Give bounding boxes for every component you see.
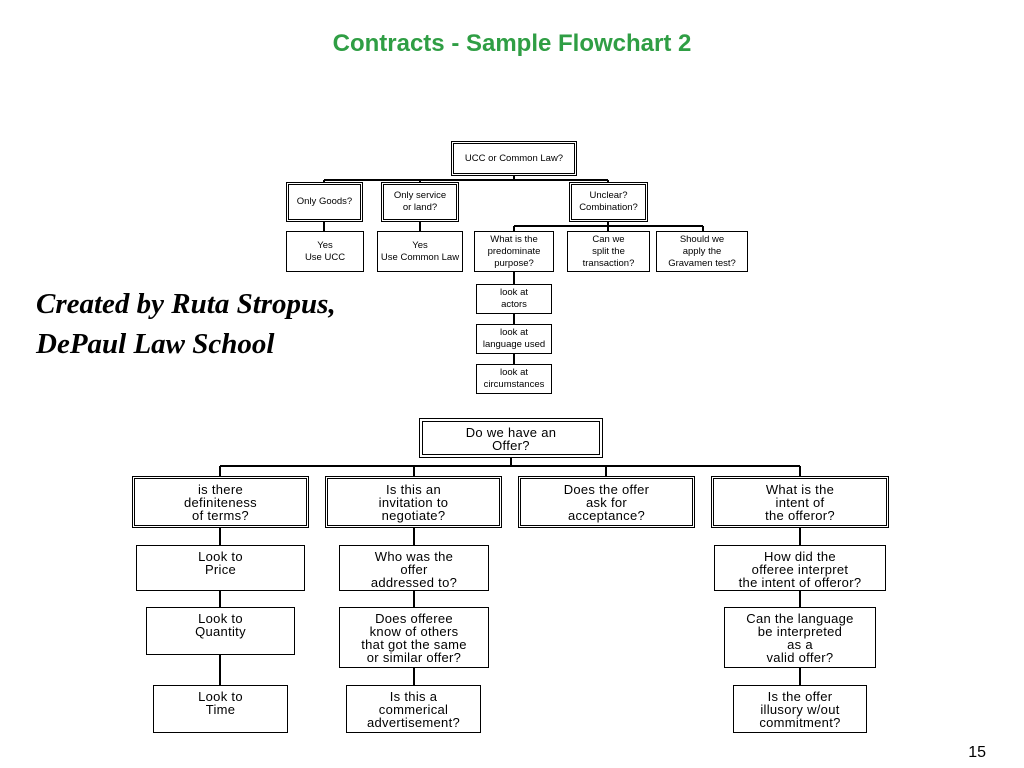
credit-line-2: DePaul Law School xyxy=(36,328,275,360)
acceptance-box: Does the offer ask for acceptance? xyxy=(518,476,695,528)
use-ucc-box: Yes Use UCC xyxy=(286,231,364,272)
definiteness-box: is there definiteness of terms? xyxy=(132,476,309,528)
slide-title: Contracts - Sample Flowchart 2 xyxy=(332,30,692,57)
intent-box: What is the intent of the offeror? xyxy=(711,476,889,528)
commercial-advertisement-box: Is this a commerical advertisement? xyxy=(346,685,481,733)
do-we-have-an-offer-box: Do we have an Offer? xyxy=(419,418,603,458)
look-to-time-box: Look to Time xyxy=(153,685,288,733)
unclear-combination-box: Unclear? Combination? xyxy=(569,182,648,222)
offeree-interpret-box: How did the offeree interpret the intent… xyxy=(714,545,886,591)
use-common-law-box: Yes Use Common Law xyxy=(377,231,463,272)
look-at-language-box: look at language used xyxy=(476,324,552,354)
page-number: 15 xyxy=(968,744,986,761)
invitation-box: Is this an invitation to negotiate? xyxy=(325,476,502,528)
ucc-or-common-law-box: UCC or Common Law? xyxy=(451,141,577,176)
look-to-quantity-box: Look to Quantity xyxy=(146,607,295,655)
look-at-circumstances-box: look at circumstances xyxy=(476,364,552,394)
gravamen-test-box: Should we apply the Gravamen test? xyxy=(656,231,748,272)
credit-line-1: Created by Ruta Stropus, xyxy=(36,288,336,320)
look-at-actors-box: look at actors xyxy=(476,284,552,314)
look-to-price-box: Look to Price xyxy=(136,545,305,591)
split-transaction-box: Can we split the transaction? xyxy=(567,231,650,272)
only-goods-box: Only Goods? xyxy=(286,182,363,222)
illusory-offer-box: Is the offer illusory w/out commitment? xyxy=(733,685,867,733)
only-service-box: Only service or land? xyxy=(381,182,459,222)
predominate-purpose-box: What is the predominate purpose? xyxy=(474,231,554,272)
author-credit: Created by Ruta Stropus, DePaul Law Scho… xyxy=(36,284,336,364)
who-addressed-box: Who was the offer addressed to? xyxy=(339,545,489,591)
know-of-others-box: Does offeree know of others that got the… xyxy=(339,607,489,668)
language-valid-offer-box: Can the language be interpreted as a val… xyxy=(724,607,876,668)
